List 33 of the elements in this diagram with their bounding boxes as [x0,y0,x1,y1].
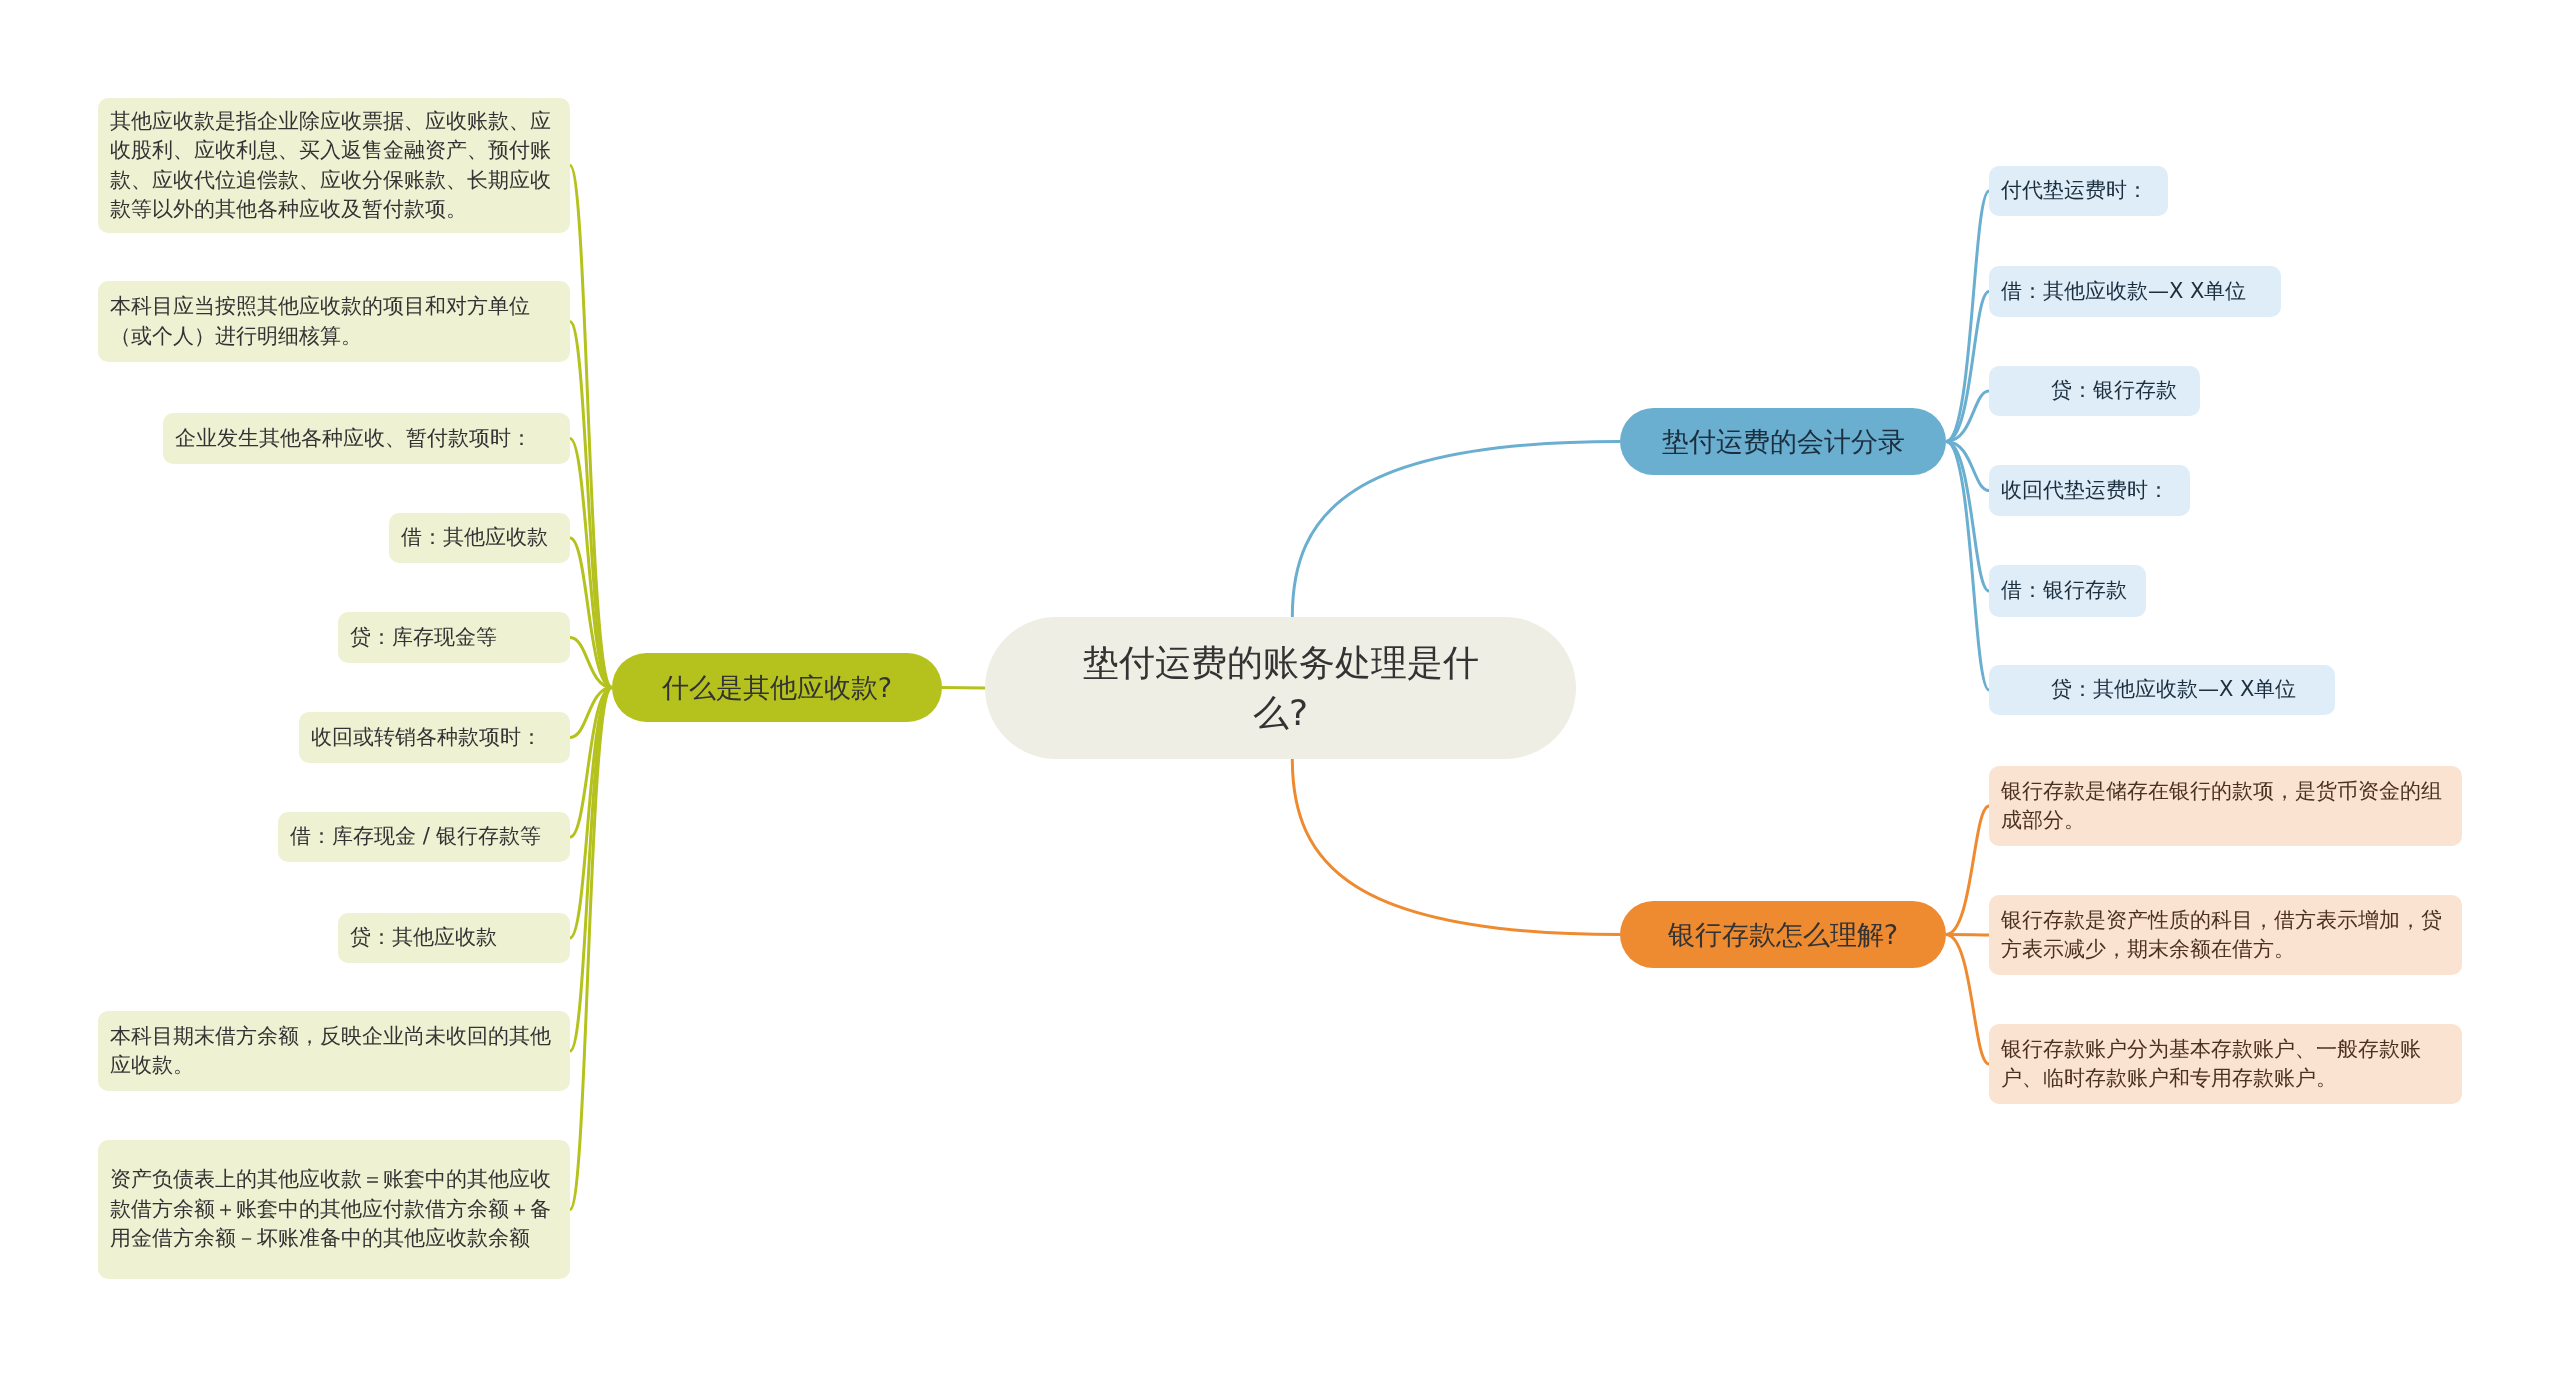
leaf-box: 银行存款账户分为基本存款账户、一般存款账户、临时存款账户和专用存款账户。 [1989,1024,2462,1104]
leaf-box: 收回或转销各种款项时： [299,712,570,763]
leaf-box: 收回代垫运费时： [1989,465,2190,516]
leaf-box: 贷：其他应收款 [338,913,570,963]
leaf-box: 借：银行存款 [1989,565,2146,617]
leaf-box: 贷：其他应收款—X X单位 [1989,665,2335,715]
connector-line [1945,440,1991,691]
connector-line [1945,440,1990,593]
leaf-box: 本科目期末借方余额，反映企业尚未收回的其他应收款。 [98,1011,570,1091]
branch-box: 垫付运费的会计分录 [1620,408,1946,475]
leaf-box: 其他应收款是指企业除应收票据、应收账款、应收股利、应收利息、买入返售金融资产、预付账款、应收代位追偿款、应收分保账款、长期应收款等以外的其他各种应收及暂付款项。 [98,98,570,233]
branch-box: 什么是其他应收款? [612,653,942,722]
leaf-box: 借：库存现金 / 银行存款等 [278,812,570,862]
connector-line [568,686,614,1211]
connector-line [1290,440,1621,618]
connector-line [942,686,985,690]
leaf-box: 本科目应当按照其他应收款的项目和对方单位（或个人）进行明细核算。 [98,281,570,362]
leaf-box: 付代垫运费时： [1989,166,2168,216]
connector-line [1945,190,1991,443]
branch-box: 银行存款怎么理解? [1620,901,1946,968]
leaf-box: 资产负债表上的其他应收款＝账套中的其他应收款借方余额＋账套中的其他应付款借方余额＋备用金借方余额－坏账准备中的其他应收款余额 [98,1140,570,1279]
leaf-box: 银行存款是资产性质的科目，借方表示增加，贷方表示减少，期末余额在借方。 [1989,895,2462,975]
connector-line [1945,804,1990,936]
connector-line [1945,290,1990,443]
leaf-box: 借：其他应收款—X X单位 [1989,266,2281,317]
topic-box: 垫付运费的账务处理是什么? [985,617,1576,759]
connector-line [1290,758,1621,936]
leaf-box: 银行存款是储存在银行的款项，是货币资金的组成部分。 [1989,766,2462,846]
connector-line [1945,933,1990,1066]
leaf-box: 贷：库存现金等 [338,612,570,663]
leaf-box: 企业发生其他各种应收、暂付款项时： [163,413,570,464]
leaf-box: 贷：银行存款 [1989,366,2200,416]
leaf-box: 借：其他应收款 [389,513,570,563]
